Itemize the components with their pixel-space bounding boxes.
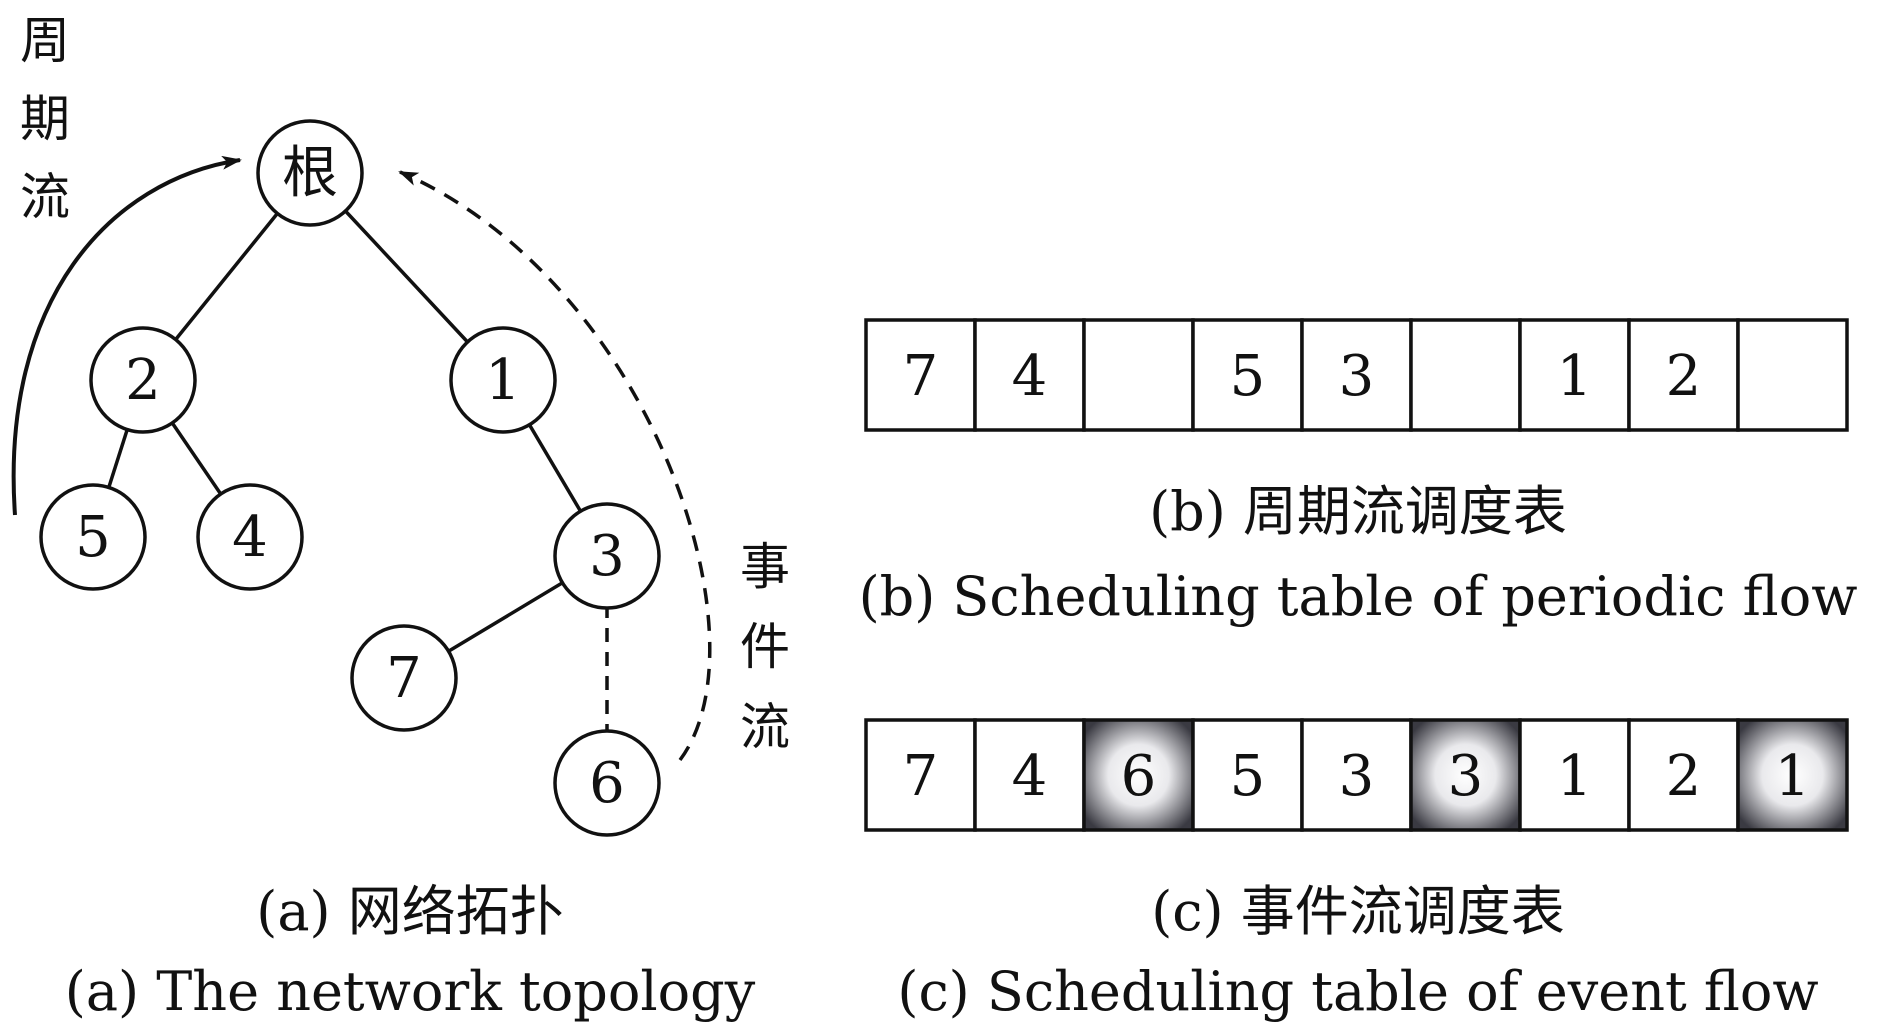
event-table-cells: 7 4 6 5 3 3 1 2 1 xyxy=(864,718,1849,832)
table-cell xyxy=(1409,318,1522,432)
tree-node-circle xyxy=(196,483,304,591)
table-cell xyxy=(1191,318,1304,432)
table-cell xyxy=(864,718,977,832)
tree-node-label: 1 xyxy=(485,348,521,413)
topology-caption-cn: (a) 网络拓扑 xyxy=(256,880,564,943)
tree-node: 7 xyxy=(350,624,458,732)
table-cell-value: 3 xyxy=(1339,744,1375,809)
tree-node-label: 5 xyxy=(75,505,111,570)
table-cell xyxy=(1518,318,1631,432)
table-cell-shaded xyxy=(1409,718,1522,832)
table-cell-value: 2 xyxy=(1666,744,1702,809)
table-cell-value: 2 xyxy=(1666,344,1702,409)
tree-node: 6 xyxy=(553,729,661,837)
table-cell xyxy=(1627,318,1740,432)
tree-node: 根 xyxy=(256,119,364,227)
tree-node-circle xyxy=(553,729,661,837)
tree-node-label: 2 xyxy=(125,348,161,413)
table-cell xyxy=(1082,318,1195,432)
periodic-flow-label: 周 期 流 xyxy=(20,12,70,226)
table-cell xyxy=(1736,318,1849,432)
table-cell-value: 1 xyxy=(1557,744,1593,809)
tree-node-circle xyxy=(39,483,147,591)
periodic-flow-label-char: 流 xyxy=(20,168,70,226)
event-flow-label-char: 流 xyxy=(740,698,790,756)
table-cell xyxy=(1300,318,1413,432)
tree-node-label: 7 xyxy=(386,646,422,711)
table-cell xyxy=(973,318,1086,432)
table-cell xyxy=(973,718,1086,832)
tree-node: 1 xyxy=(449,326,557,434)
tree-node: 3 xyxy=(553,502,661,610)
tree-nodes: 根 2 1 5 4 3 7 6 xyxy=(39,119,661,837)
event-flow-label: 事 件 流 xyxy=(740,538,790,756)
event-schedule-table: 7 4 6 5 3 3 1 2 1 (c) 事件流调度表 (c) Scheduling tabl… xyxy=(864,718,1849,1023)
tree-node-label: 3 xyxy=(589,524,625,589)
table-cell-value: 6 xyxy=(1121,744,1157,809)
event-flow-arrow xyxy=(398,170,712,762)
tree-edges xyxy=(91,171,609,783)
tree-node: 4 xyxy=(196,483,304,591)
tree-node-circle xyxy=(553,502,661,610)
periodic-schedule-table: 7 4 5 3 1 2 (b) 周期流调度表 (b) Scheduling table o… xyxy=(859,318,1858,628)
topology-caption-en: (a) The network topology xyxy=(65,960,756,1023)
tree-node: 2 xyxy=(89,326,197,434)
table-cell-value: 5 xyxy=(1230,344,1266,409)
tree-node-circle xyxy=(256,119,364,227)
periodic-table-caption-cn: (b) 周期流调度表 xyxy=(1149,480,1567,543)
tree-node: 5 xyxy=(39,483,147,591)
table-cell-value: 3 xyxy=(1339,344,1375,409)
tree-node-circle xyxy=(449,326,557,434)
table-cell xyxy=(864,318,977,432)
table-cell-value: 3 xyxy=(1448,744,1484,809)
tree-node-circle xyxy=(350,624,458,732)
periodic-table-cells: 7 4 5 3 1 2 xyxy=(864,318,1849,432)
table-cell-value: 4 xyxy=(1012,344,1048,409)
periodic-flow-label-char: 期 xyxy=(20,90,70,148)
event-table-caption-en: (c) Scheduling table of event flow xyxy=(897,960,1818,1023)
periodic-table-caption-en: (b) Scheduling table of periodic flow xyxy=(859,565,1858,628)
periodic-flow-label-char: 周 xyxy=(20,12,70,70)
table-cell-value: 1 xyxy=(1775,744,1811,809)
tree-node-circle xyxy=(89,326,197,434)
topology-diagram: 根 2 1 5 4 3 7 6 周 期 流 事 件 流 (a) 网络拓扑 (a) The ne… xyxy=(11,12,790,1023)
tree-node-label: 6 xyxy=(589,751,625,816)
periodic-flow-arrow xyxy=(11,155,242,516)
table-cell-value: 5 xyxy=(1230,744,1266,809)
tree-node-label: 4 xyxy=(232,505,268,570)
event-table-caption-cn: (c) 事件流调度表 xyxy=(1151,880,1565,943)
table-cell xyxy=(1300,718,1413,832)
event-flow-label-char: 事 xyxy=(740,538,790,596)
event-flow-label-char: 件 xyxy=(740,618,790,676)
table-cell-shaded xyxy=(1736,718,1849,832)
table-cell-value: 1 xyxy=(1557,344,1593,409)
table-cell-value: 7 xyxy=(903,344,939,409)
table-cell-value: 4 xyxy=(1012,744,1048,809)
tree-node-label: 根 xyxy=(282,141,338,206)
table-cell-value: 7 xyxy=(903,744,939,809)
